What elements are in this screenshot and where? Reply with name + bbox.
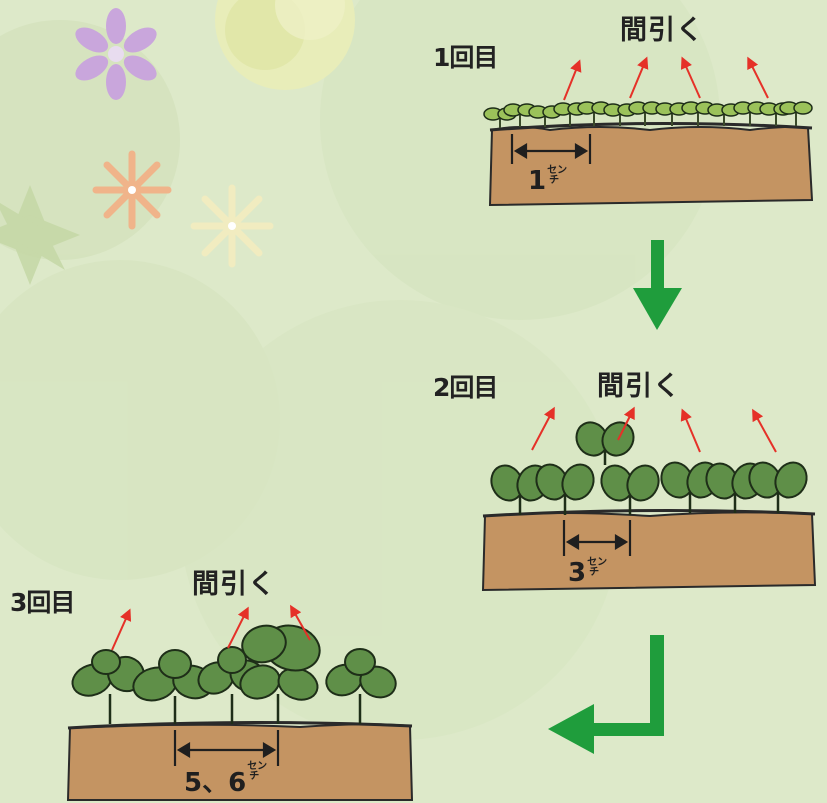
stage-1-thin-label: 間引く — [620, 15, 704, 46]
stage-3-spacing-value: 5、6 — [184, 768, 247, 798]
stage-2-spacing-value: 3 — [568, 558, 587, 588]
flow-arrow-return — [548, 635, 664, 754]
stage-2-pull-arrows — [531, 406, 777, 453]
stage-2-label: 2回目 — [433, 373, 498, 402]
leaf-cluster-icon — [0, 185, 80, 285]
stage-1-spacing-value: 1 — [528, 166, 547, 196]
stage-3-plants — [71, 624, 397, 724]
orange-flower-icon — [92, 150, 172, 230]
stage-2-spacing-marker — [562, 520, 632, 556]
stage-1-seedlings — [483, 101, 813, 128]
stage-2-spacing-unit: センチ — [587, 558, 607, 578]
stage-1-soil — [488, 121, 814, 207]
stage-2-unit-bottom: チ — [589, 567, 600, 578]
stage-3-thin-label: 間引く — [192, 569, 276, 600]
purple-flower-icon — [75, 8, 157, 100]
stage-2-soil — [481, 508, 817, 592]
stage-1-label: 1回目 — [433, 43, 498, 72]
stage-1-spacing-marker — [510, 134, 592, 164]
yellow-bloom-icon — [215, 0, 355, 90]
stage-3-unit-bottom: チ — [249, 771, 260, 782]
stage-1-unit-bottom: チ — [549, 175, 560, 186]
stage-2-unit-top: セン — [587, 557, 608, 568]
stage-3-spacing-unit: センチ — [247, 762, 267, 782]
stage-3-soil — [66, 720, 414, 801]
stage-1-unit-top: セン — [547, 165, 568, 176]
stage-2-plants — [490, 421, 808, 515]
flow-arrow-down — [633, 240, 682, 330]
stage-1-spacing-unit: センチ — [547, 166, 567, 186]
stage-3-pull-arrows — [111, 604, 311, 651]
stage-2-thin-label: 間引く — [597, 371, 681, 402]
stage-1-pull-arrows — [563, 56, 769, 101]
stage-3-unit-top: セン — [247, 761, 268, 772]
stage-3-spacing-marker — [173, 730, 280, 766]
cream-flower-icon — [190, 184, 274, 268]
stage-3-label: 3回目 — [10, 588, 75, 617]
